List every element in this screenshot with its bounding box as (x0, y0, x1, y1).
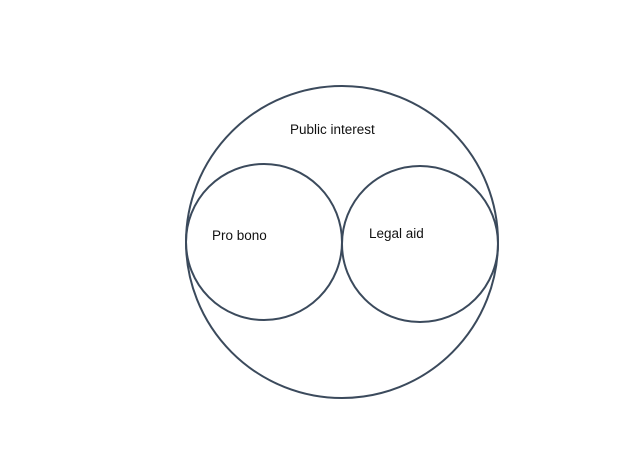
legal-aid-label: Legal aid (369, 226, 424, 241)
legal-aid-circle (341, 165, 499, 323)
public-interest-label: Public interest (290, 122, 375, 137)
pro-bono-label: Pro bono (212, 228, 267, 243)
